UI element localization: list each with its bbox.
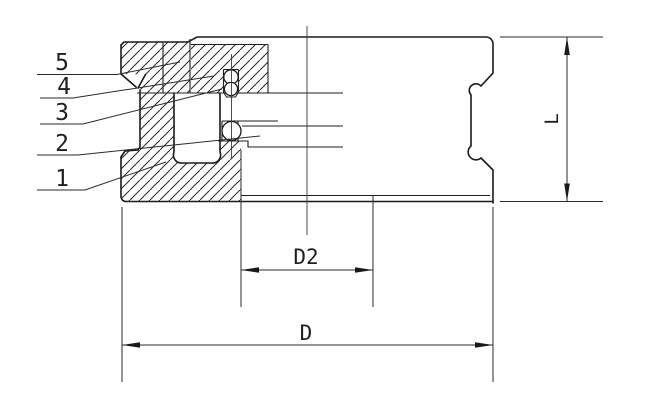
d2-arrow-left xyxy=(241,267,259,273)
callout-3: 3 xyxy=(40,88,223,126)
centerlines xyxy=(231,26,308,235)
callout-2: 2 xyxy=(37,131,261,157)
dimension-d xyxy=(121,207,494,382)
callout-2-leader xyxy=(37,135,261,156)
rolling-elements xyxy=(221,69,242,142)
callout-5-label: 5 xyxy=(55,50,69,76)
l-arrow-top xyxy=(564,37,570,55)
outline-top-right xyxy=(120,36,494,204)
callout-5: 5 xyxy=(37,50,181,76)
callout-1-leader xyxy=(37,161,167,191)
callout-3-leader xyxy=(40,88,223,125)
d2-label: D2 xyxy=(293,245,318,269)
callout-1: 1 xyxy=(37,161,167,192)
hatch-lower-ring xyxy=(121,93,241,202)
dimension-l xyxy=(500,36,603,202)
pin-circle xyxy=(223,81,239,97)
l-label: L xyxy=(541,113,563,124)
hatch-inner-ring-top xyxy=(191,44,268,93)
seal-notch-white xyxy=(121,74,146,87)
callout-1-label: 1 xyxy=(55,166,69,192)
d2-arrow-right xyxy=(355,267,373,273)
l-arrow-bottom xyxy=(564,183,570,202)
callout-4: 4 xyxy=(40,74,215,100)
plug-nub xyxy=(223,92,239,98)
bolt-pocket xyxy=(172,92,222,164)
callout-4-leader xyxy=(40,75,215,99)
callout-3-label: 3 xyxy=(55,100,69,126)
d-arrow-right xyxy=(475,342,493,348)
section-hatching xyxy=(121,42,268,202)
seal-groove-right-lip xyxy=(137,73,147,89)
callout-2-label: 2 xyxy=(55,131,69,157)
outline-left-inset xyxy=(120,89,141,158)
callout-5-leader xyxy=(37,61,181,75)
dimensions: D2 D L xyxy=(121,36,603,382)
callout-4-label: 4 xyxy=(57,74,71,100)
d-arrow-left xyxy=(122,342,140,348)
callouts: 5 4 3 2 1 xyxy=(37,50,261,192)
d-label: D xyxy=(300,321,313,345)
part-outline xyxy=(120,36,494,204)
seal-groove-left-lip xyxy=(120,73,137,88)
dimension-d2 xyxy=(240,150,374,307)
outline-bottom xyxy=(120,156,494,203)
